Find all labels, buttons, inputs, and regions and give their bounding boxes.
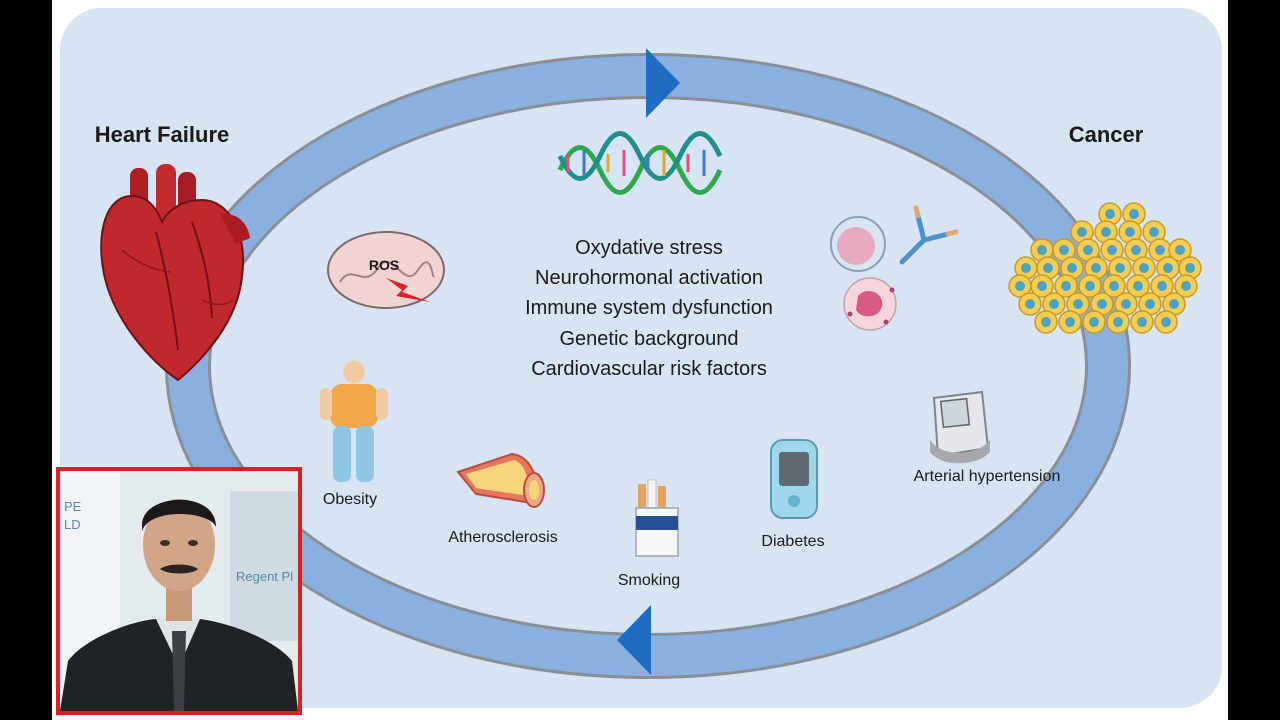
tumor-cell-nucleus	[1015, 281, 1025, 291]
tumor-cell-nucleus	[1101, 227, 1111, 237]
tumor-cell-nucleus	[1125, 227, 1135, 237]
person-silhouette	[60, 499, 298, 711]
tumor-cell-nucleus	[1139, 263, 1149, 273]
speaker-video-inset: PE LD Regent Pl	[56, 467, 302, 715]
slide: Heart Failure Cancer ROS	[52, 0, 1228, 720]
tumor-cell-nucleus	[1089, 317, 1099, 327]
factor-immune-dysfunction: Immune system dysfunction	[525, 297, 773, 319]
mitochondrion-icon	[327, 231, 445, 309]
background-panel	[60, 8, 1222, 708]
tumor-cell-nucleus	[1169, 299, 1179, 309]
cigarette-pack-icon	[635, 479, 679, 557]
tumor-cell-nucleus	[1137, 317, 1147, 327]
tumor-cell-nucleus	[1037, 245, 1047, 255]
atherosclerosis-label: Atherosclerosis	[448, 529, 557, 546]
tumor-cell-nucleus	[1145, 299, 1155, 309]
factor-genetic-background: Genetic background	[559, 328, 738, 350]
smoking-label: Smoking	[618, 572, 680, 589]
arrow-left-icon	[617, 605, 651, 675]
tumor-cell-nucleus	[1043, 263, 1053, 273]
tumor-cell-nucleus	[1149, 227, 1159, 237]
tumor-cell-nucleus	[1059, 245, 1069, 255]
ros-label: ROS	[369, 257, 399, 273]
immune-cells-icon	[830, 216, 897, 331]
tumor-cell-nucleus	[1181, 281, 1191, 291]
tumor-cell-nucleus	[1121, 299, 1131, 309]
tumor-cell-nucleus	[1133, 281, 1143, 291]
dna-icon	[557, 131, 723, 195]
tumor-cell-nucleus	[1107, 245, 1117, 255]
tumor-cell-nucleus	[1115, 263, 1125, 273]
tumor-cell-nucleus	[1049, 299, 1059, 309]
tumor-cell-nucleus	[1129, 209, 1139, 219]
tumor-cell-nucleus	[1131, 245, 1141, 255]
antibody-icon	[899, 205, 959, 265]
tumor-cell-nucleus	[1083, 245, 1093, 255]
factor-neurohormonal-activation: Neurohormonal activation	[535, 267, 763, 289]
obesity-label: Obesity	[323, 491, 377, 508]
heart-icon	[100, 164, 250, 382]
obesity-figure-icon	[320, 361, 388, 482]
tumor-cell-nucleus	[1161, 317, 1171, 327]
tumor-cell-nucleus	[1067, 263, 1077, 273]
factor-cardiovascular-risk: Cardiovascular risk factors	[531, 358, 767, 380]
speaker-portrait	[60, 471, 298, 711]
tumor-cell-nucleus	[1185, 263, 1195, 273]
tumor-cell-nucleus	[1091, 263, 1101, 273]
tumor-cell-nucleus	[1163, 263, 1173, 273]
tumor-cell-nucleus	[1037, 281, 1047, 291]
tumor-cell-nucleus	[1113, 317, 1123, 327]
tumor-cell-nucleus	[1097, 299, 1107, 309]
inset-background-text-c: Regent Pl	[236, 569, 294, 584]
tumor-cell-nucleus	[1021, 263, 1031, 273]
artery-icon	[456, 452, 545, 508]
arrow-right-icon	[646, 48, 680, 118]
tumor-cell-nucleus	[1041, 317, 1051, 327]
cancer-title: Cancer	[1069, 122, 1144, 147]
central-factors: Oxydative stress Neurohormonal activatio…	[525, 237, 773, 380]
tumor-cluster-icon	[1008, 202, 1202, 334]
tumor-cell-nucleus	[1175, 245, 1185, 255]
inset-background-text-a: PE	[64, 499, 82, 514]
heart-failure-title: Heart Failure	[95, 122, 230, 147]
glucometer-icon	[770, 439, 818, 519]
tumor-cell-nucleus	[1085, 281, 1095, 291]
tumor-cell-nucleus	[1065, 317, 1075, 327]
diabetes-label: Diabetes	[761, 533, 824, 550]
tumor-cell-nucleus	[1061, 281, 1071, 291]
tumor-cell-nucleus	[1155, 245, 1165, 255]
tumor-cell-nucleus	[1109, 281, 1119, 291]
diagram-canvas: Heart Failure Cancer ROS	[60, 8, 1222, 708]
tumor-cell-nucleus	[1025, 299, 1035, 309]
inset-background-text-b: LD	[64, 517, 81, 532]
tumor-cell-nucleus	[1073, 299, 1083, 309]
factor-oxidative-stress: Oxydative stress	[575, 237, 723, 259]
hypertension-label: Arterial hypertension	[914, 468, 1061, 485]
tumor-cell-nucleus	[1105, 209, 1115, 219]
tumor-cell-nucleus	[1157, 281, 1167, 291]
tumor-cell-nucleus	[1077, 227, 1087, 237]
blood-pressure-monitor-icon	[930, 390, 990, 464]
